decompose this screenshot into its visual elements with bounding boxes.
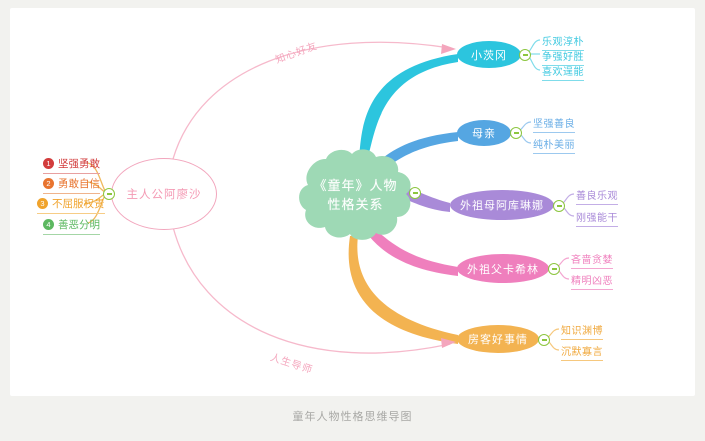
list-item[interactable]: 3 不屈服权贵 [37,196,105,214]
collapse-toggle-waizufu[interactable] [548,263,560,275]
list-number: 1 [43,158,54,169]
image-caption: 童年人物性格思维导图 [292,411,413,423]
central-topic-line2: 性格关系 [327,196,384,212]
minus-icon [541,339,547,341]
list-item-label: 勇敢自信 [58,178,100,190]
minus-icon [412,192,418,194]
sub-item[interactable]: 吝啬贪婪 [571,251,613,269]
branch-node-xiaocigang[interactable]: 小茨冈 [457,41,521,68]
list-item[interactable]: 1 坚强勇敢 [43,156,100,174]
branch-node-muqin[interactable]: 母亲 [457,120,511,146]
sub-item[interactable]: 争强好胜 [542,48,584,66]
list-item-label: 坚强勇敢 [58,158,100,170]
sub-item[interactable]: 乐观淳朴 [542,33,584,51]
mindmap-canvas: 《童年》人物 性格关系 主人公阿廖沙 1 坚强勇敢 2 勇敢自信 3 不屈服权贵… [10,8,695,396]
branch-node-label: 房客好事情 [468,334,528,346]
branch-node-fangke[interactable]: 房客好事情 [457,325,539,353]
sub-item[interactable]: 知识渊博 [561,322,603,340]
central-topic-text: 《童年》人物 性格关系 [296,176,415,214]
list-number: 3 [37,198,48,209]
branch-node-label: 外祖父卡希林 [467,263,539,276]
collapse-toggle-waizumu[interactable] [553,200,565,212]
collapse-toggle-xiaocigang[interactable] [519,49,531,61]
branch-node-label: 小茨冈 [471,49,507,62]
list-number: 2 [43,178,54,189]
sub-item[interactable]: 喜欢逞能 [542,63,584,81]
list-item[interactable]: 2 勇敢自信 [43,176,100,194]
collapse-toggle-root[interactable] [103,188,115,200]
minus-icon [522,54,528,56]
minus-icon [513,132,519,134]
branch-node-waizumu[interactable]: 外祖母阿库琳娜 [450,190,554,220]
root-node-protagonist[interactable]: 主人公阿廖沙 [111,158,217,230]
list-item-label: 善恶分明 [58,219,100,231]
sub-item[interactable]: 纯朴美丽 [533,136,575,154]
collapse-toggle-center[interactable] [409,187,421,199]
collapse-toggle-fangke[interactable] [538,334,550,346]
sub-item[interactable]: 善良乐观 [576,187,618,205]
root-node-label: 主人公阿廖沙 [126,189,202,201]
branch-node-label: 外祖母阿库琳娜 [460,200,544,212]
branch-node-label: 母亲 [472,128,496,140]
sub-item[interactable]: 精明凶恶 [571,272,613,290]
central-topic-line1: 《童年》人物 [313,177,398,193]
list-number: 4 [43,219,54,230]
cloud-shape [299,149,411,240]
branch-node-waizufu[interactable]: 外祖父卡希林 [457,254,549,283]
sub-item[interactable]: 坚强善良 [533,115,575,133]
list-item[interactable]: 4 善恶分明 [43,217,100,235]
list-item-label: 不屈服权贵 [52,198,105,210]
minus-icon [551,268,557,270]
collapse-toggle-muqin[interactable] [510,127,522,139]
sub-item[interactable]: 刚强能干 [576,209,618,227]
minus-icon [106,193,112,195]
minus-icon [556,205,562,207]
sub-item[interactable]: 沉默寡言 [561,343,603,361]
central-topic-node[interactable]: 《童年》人物 性格关系 [296,147,415,242]
